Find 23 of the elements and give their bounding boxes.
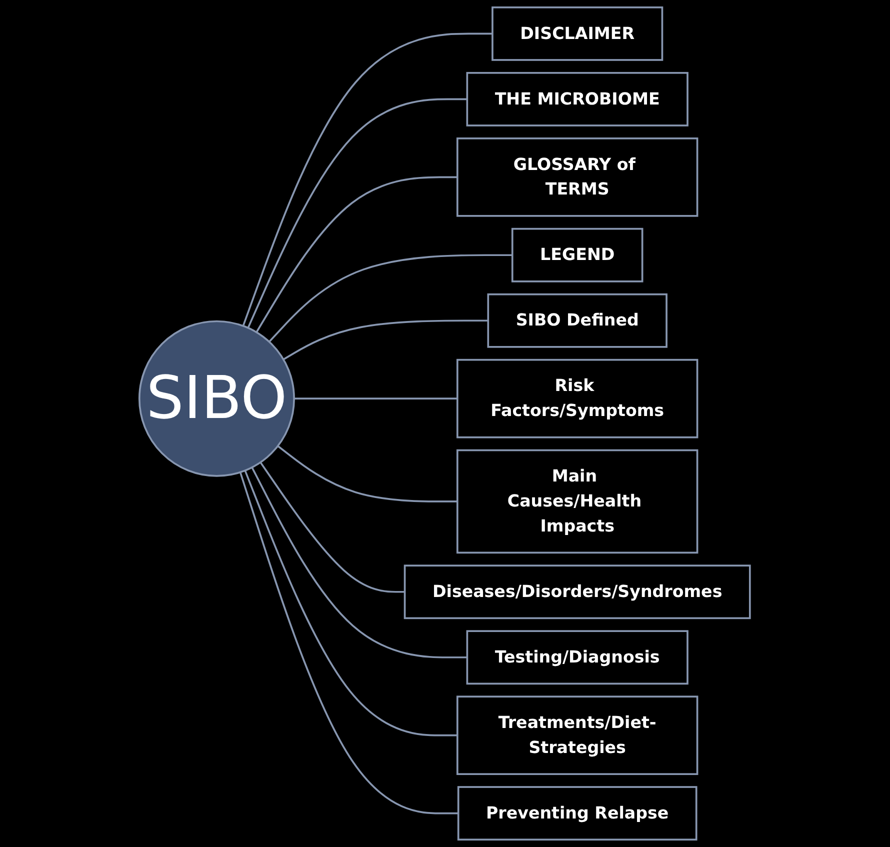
connector bbox=[244, 470, 458, 736]
node-circle: SIBO bbox=[138, 320, 296, 477]
node-box: SIBO Defined bbox=[488, 293, 668, 348]
node-box: Main Causes/Health Impacts bbox=[456, 449, 699, 554]
connector bbox=[268, 254, 513, 342]
node-box: Risk Factors/Symptoms bbox=[456, 358, 699, 438]
connector bbox=[283, 320, 488, 360]
connector bbox=[256, 176, 458, 333]
connector bbox=[294, 398, 458, 400]
node-box: Testing/Diagnosis bbox=[466, 630, 689, 685]
connector bbox=[248, 98, 468, 328]
connector bbox=[260, 462, 406, 593]
node-box: Diseases/Disorders/Syndromes bbox=[404, 564, 752, 620]
connector bbox=[240, 472, 459, 814]
node-box: DISCLAIMER bbox=[492, 6, 664, 61]
connector bbox=[252, 466, 468, 658]
node-box: LEGEND bbox=[512, 228, 644, 282]
node-box: GLOSSARY of TERMS bbox=[456, 137, 699, 217]
node-box: THE MICROBIOME bbox=[466, 72, 689, 126]
node-box: Preventing Relapse bbox=[458, 786, 698, 841]
connector bbox=[278, 445, 458, 502]
connector bbox=[242, 32, 493, 326]
node-box: Treatments/Diet-Strategies bbox=[456, 696, 699, 776]
